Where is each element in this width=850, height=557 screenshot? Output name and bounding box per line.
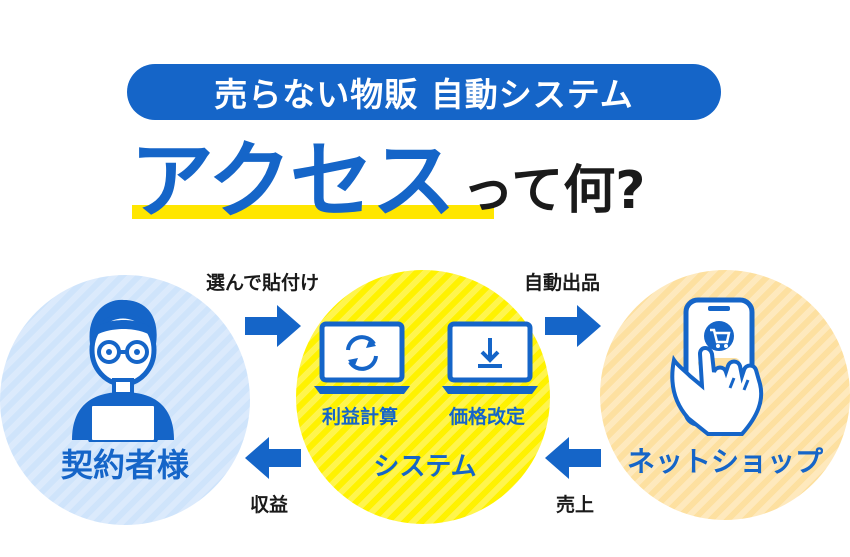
arrow-right-icon [245,305,301,347]
header-pill-text: 売らない物販 自動システム [214,75,634,114]
header-pill: 売らない物販 自動システム [127,64,721,120]
system-label: システム [373,452,477,482]
flow-label-sales: 売上 [556,494,595,516]
person-with-glasses-icon [72,299,174,442]
flow-label-revenue: 収益 [250,494,289,516]
flow-label-select-paste: 選んで貼付け [206,272,320,294]
shop-label: ネットショップ [626,445,823,478]
system-circle [296,270,550,524]
laptop-download-icon [442,321,538,394]
flow-label-auto-listing: 自動出品 [524,272,601,294]
arrow-left-icon [245,437,301,479]
profit-calc-label: 利益計算 [321,406,398,428]
arrow-right-icon [545,305,601,347]
title-main: アクセス [130,132,456,230]
arrow-left-icon [545,437,601,479]
smartphone-cart-icon [670,297,764,436]
price-revision-label: 価格改定 [448,406,525,428]
title-underline [132,205,494,219]
title-sub: って何? [461,161,646,221]
user-label: 契約者様 [60,446,189,484]
laptop-refresh-icon [314,321,410,394]
page-title: アクセス って何? [130,126,645,226]
